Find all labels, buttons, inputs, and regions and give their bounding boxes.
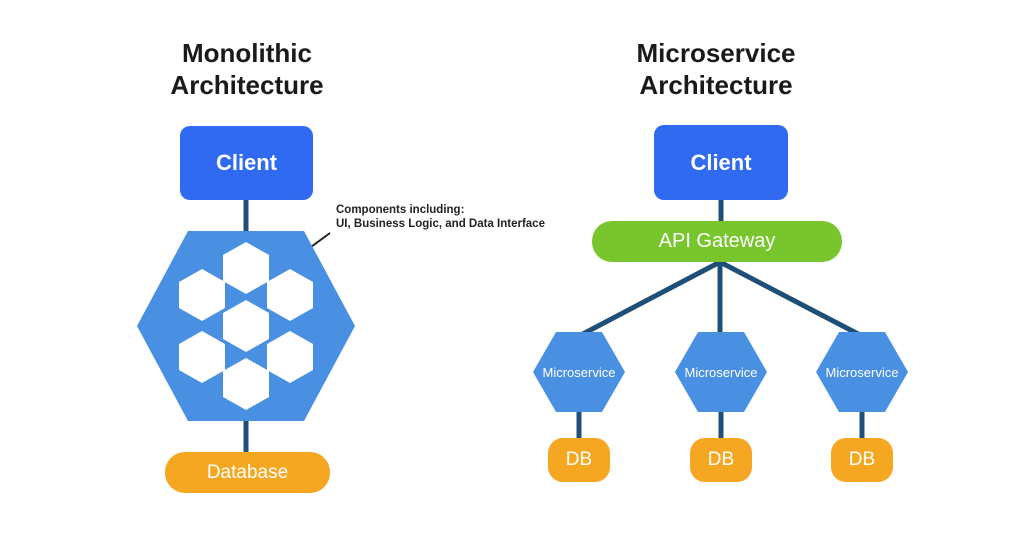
db-node-1: DB bbox=[548, 438, 610, 482]
edge-gateway-to-microservice-1 bbox=[577, 259, 722, 339]
api-gateway-node: API Gateway bbox=[592, 221, 842, 262]
db-2-label: DB bbox=[707, 449, 735, 470]
microservice-hexagon-2-icon bbox=[675, 332, 767, 412]
db-3-label: DB bbox=[848, 449, 876, 470]
component-cell-lower-right-icon bbox=[267, 331, 313, 383]
microservice-title: Microservice Architecture bbox=[636, 38, 796, 100]
edge-gateway-to-microservice-3 bbox=[718, 259, 864, 339]
microservice-2-label: Microservice bbox=[684, 364, 758, 380]
monolithic-client-node: Client bbox=[180, 126, 313, 200]
component-cell-center-icon bbox=[223, 300, 269, 352]
annotation-line-1: Components including: bbox=[336, 204, 465, 216]
microservice-client-label: Client bbox=[690, 149, 752, 175]
database-label: Database bbox=[206, 461, 289, 483]
microservice-hexagon-3-icon bbox=[816, 332, 908, 412]
component-cell-upper-right-icon bbox=[267, 269, 313, 321]
microservice-3-label: Microservice bbox=[825, 364, 899, 380]
microservice-hexagon-1-icon bbox=[533, 332, 625, 412]
component-cell-upper-left-icon bbox=[179, 269, 225, 321]
component-cell-top-icon bbox=[223, 242, 269, 294]
component-cell-bottom-icon bbox=[223, 358, 269, 410]
microservice-1-label: Microservice bbox=[542, 364, 616, 380]
component-cell-lower-left-icon bbox=[179, 331, 225, 383]
microservice-client-node: Client bbox=[654, 125, 788, 200]
db-node-3: DB bbox=[831, 438, 893, 482]
components-annotation: Components including: UI, Business Logic… bbox=[336, 203, 566, 231]
database-node: Database bbox=[165, 452, 330, 493]
annotation-line-2: UI, Business Logic, and Data Interface bbox=[336, 218, 545, 231]
api-gateway-label: API Gateway bbox=[658, 230, 776, 252]
monolithic-client-label: Client bbox=[215, 150, 278, 175]
db-1-label: DB bbox=[565, 449, 593, 470]
db-node-2: DB bbox=[690, 438, 752, 482]
monolithic-title: Monolithic Architecture bbox=[170, 38, 324, 100]
